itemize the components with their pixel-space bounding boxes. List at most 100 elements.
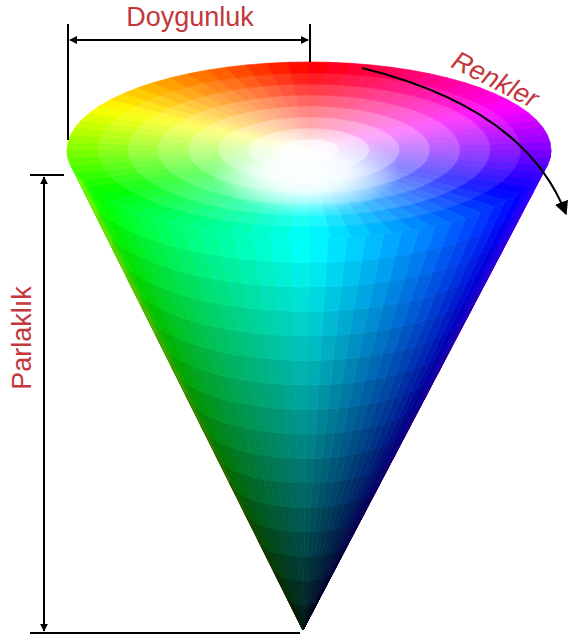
cone-facet (305, 507, 311, 532)
cone-facet (200, 420, 215, 453)
cone-top-facet (288, 62, 309, 73)
cone-facet (277, 311, 293, 336)
cone-facet (288, 601, 303, 630)
cone-top-facet (291, 73, 309, 84)
cone-top-facet (298, 106, 309, 117)
cone-facet (325, 261, 344, 286)
cone-facet (295, 385, 307, 410)
tick-line (67, 24, 69, 140)
cone-facet (292, 287, 309, 312)
cone-facet (322, 311, 339, 336)
cone-facet (320, 335, 336, 360)
cone-facet (156, 330, 171, 364)
cone-facet (303, 603, 317, 631)
cone-facet (307, 336, 322, 361)
cone-facet (308, 262, 326, 287)
cone-facet (297, 458, 305, 483)
cone-top-facet (309, 216, 327, 227)
cone-facet (274, 570, 289, 600)
cone-facet (244, 510, 259, 541)
cone-facet (293, 336, 307, 361)
cone-facet (290, 238, 309, 263)
cone-top-facet (301, 117, 309, 128)
cone-facet (111, 240, 126, 275)
cone-facet (292, 311, 307, 336)
cone-top-facet (188, 150, 219, 154)
cone-facet (141, 300, 156, 334)
cone-top-facet (460, 144, 491, 150)
cone-facet (306, 434, 316, 459)
tick-line (30, 632, 300, 634)
cone-top-facet (277, 84, 295, 96)
cone-top-facet (296, 95, 309, 106)
cone-facet (323, 286, 341, 311)
cone-facet (303, 605, 311, 630)
cone-facet (215, 450, 230, 482)
cone-top-facet (309, 62, 330, 73)
cone-facet (309, 238, 328, 263)
cone-facet (303, 605, 307, 630)
cone-facet (303, 605, 305, 630)
cone-facet (303, 604, 313, 630)
cone-facet (303, 603, 316, 630)
cone-top-facet (272, 73, 293, 85)
tick-line (309, 24, 311, 62)
cone-top-facet (490, 143, 521, 150)
cone-top-facet (288, 227, 309, 238)
saturation-arrow (70, 39, 308, 41)
cone-top-facet (327, 226, 351, 238)
cone-top-facet (430, 145, 461, 150)
cone-facet (279, 335, 294, 360)
cone-facet (288, 600, 303, 630)
cone-facet (273, 261, 292, 286)
cone-facet (303, 603, 316, 630)
cone-facet (304, 532, 309, 557)
cone-facet (97, 210, 112, 246)
cone-facet (170, 360, 185, 393)
dimension-arrows (30, 24, 566, 633)
cone-facet (326, 237, 346, 262)
cone-top-facet (128, 150, 159, 156)
cone-facet (341, 260, 361, 286)
white-center (211, 130, 401, 214)
cone-facet (185, 390, 200, 423)
cone-top-facet (309, 227, 330, 238)
cone-facet (271, 237, 291, 262)
cone-facet (274, 571, 289, 601)
cone-facet (277, 575, 291, 603)
cone-facet (339, 285, 358, 311)
cone-facet (303, 605, 309, 630)
cone-facet (303, 602, 318, 630)
cone-body (67, 150, 551, 630)
cone-top-facet (68, 157, 101, 166)
cone-facet (153, 323, 172, 355)
cone-facet (229, 480, 244, 512)
cone-facet (303, 604, 314, 630)
cone-facet (291, 262, 309, 287)
cone-facet (297, 434, 306, 459)
cone-facet (296, 409, 307, 434)
cone-facet (303, 604, 312, 630)
cone-top-facet (399, 146, 430, 150)
cone-top (67, 62, 551, 238)
cone-facet (319, 360, 334, 385)
cone-facet (275, 286, 292, 311)
cone-top-facet (267, 62, 291, 74)
cone-facet (306, 385, 318, 410)
cone-facet (306, 409, 317, 434)
cone-facet (305, 458, 314, 483)
cone-facet (167, 351, 185, 382)
cone-top-facet (293, 84, 309, 95)
cone-facet (288, 600, 303, 630)
cone-facet (305, 483, 312, 508)
cone-facet (317, 384, 330, 409)
cone-top-facet (158, 150, 189, 155)
tick-line (30, 174, 64, 176)
cone-facet (303, 605, 308, 630)
axis-label: Doygunluk (126, 4, 254, 31)
cone-top-facet (309, 73, 327, 84)
cone-facet (308, 311, 324, 336)
cone-facet (294, 360, 307, 385)
